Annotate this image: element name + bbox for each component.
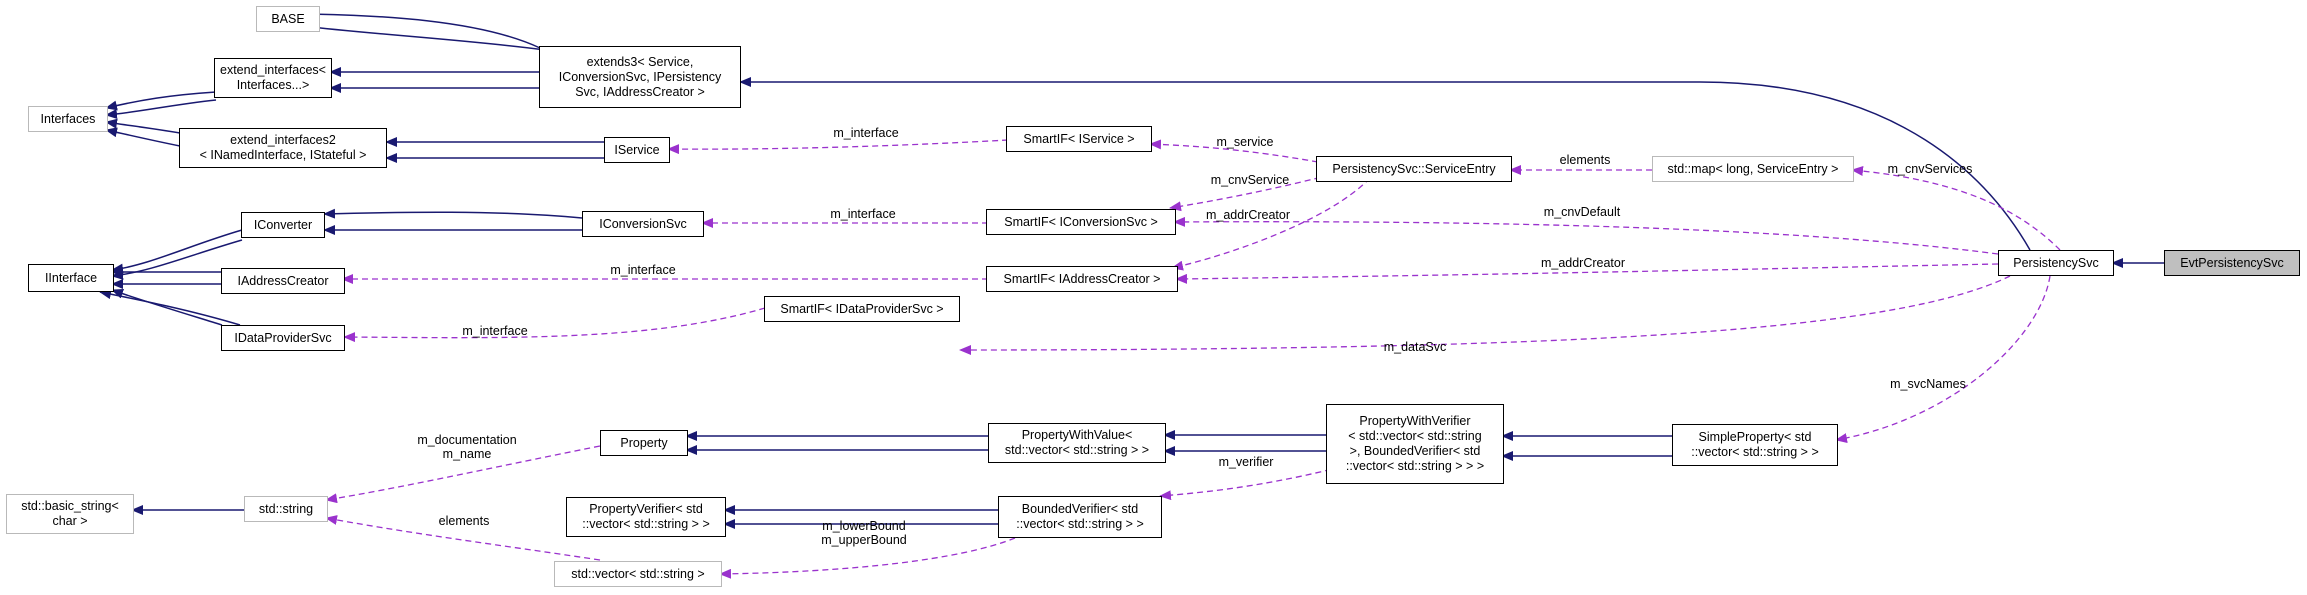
class-node-propertywithverifier[interactable]: PropertyWithVerifier < std::vector< std:… (1326, 404, 1504, 484)
edge-smartif-idataprovidersvc-to-idataprovidersvc (343, 307, 766, 343)
edge-extend-interfaces-to-interfaces (105, 99, 217, 120)
edge-persistencysvc-to-std-map (1851, 166, 2061, 251)
class-node-base[interactable]: BASE (256, 6, 320, 32)
class-node-iconverter[interactable]: IConverter (241, 212, 325, 238)
edge-extends3-to-base-2 (301, 22, 546, 51)
class-node-extends3[interactable]: extends3< Service, IConversionSvc, IPers… (539, 46, 741, 108)
edge-serviceentry-to-smartif-iaddresscreator (1171, 177, 1371, 271)
class-node-smartif-idataprovidersvc[interactable]: SmartIF< IDataProviderSvc > (764, 296, 960, 322)
edge-boundedverifier-to-std-vector (719, 537, 1016, 579)
edge-label-m-cnvservice: m_cnvService (1210, 173, 1290, 187)
edge-idataprovidersvc-to-iinterface (111, 288, 223, 326)
edge-persistencysvc-to-simpleproperty (1835, 275, 2051, 444)
edge-idataprovidersvc-to-iinterface-2 (99, 289, 241, 326)
class-node-std-string[interactable]: std::string (244, 496, 328, 522)
class-node-evtpersistencysvc[interactable]: EvtPersistencySvc (2164, 250, 2300, 276)
edge-extend-interfaces-to-interfaces-2 (105, 91, 217, 111)
edge-extend-interfaces2-to-interfaces-2 (105, 127, 181, 147)
edge-extend-interfaces2-to-interfaces (105, 118, 181, 134)
inheritance-edges (99, 9, 2164, 529)
edge-persistencysvc-to-extends3 (739, 77, 2031, 251)
class-node-smartif-iservice[interactable]: SmartIF< IService > (1006, 126, 1152, 152)
edge-label-m-addrcreator-1: m_addrCreator (1205, 208, 1291, 222)
class-node-property[interactable]: Property (600, 430, 688, 456)
class-node-iconversionsvc[interactable]: IConversionSvc (582, 211, 704, 237)
edge-property-to-std-string (325, 445, 601, 504)
edge-serviceentry-to-smartif-iservice (1149, 139, 1319, 163)
edge-std-vector-to-std-string (325, 515, 601, 561)
class-node-extend-interfaces2[interactable]: extend_interfaces2 < INamedInterface, IS… (179, 128, 387, 168)
edge-iconverter-to-iinterface (111, 229, 243, 274)
edge-label-m-bounds: m_lowerBound m_upperBound (821, 519, 907, 547)
class-node-smartif-iconversionsvc[interactable]: SmartIF< IConversionSvc > (986, 209, 1176, 235)
edge-persistencysvc-to-smartif-idataprovidersvc (959, 275, 2011, 355)
class-node-persistencysvc[interactable]: PersistencySvc (1998, 250, 2114, 276)
class-node-boundedverifier[interactable]: BoundedVerifier< std ::vector< std::stri… (998, 496, 1162, 538)
edge-persistencysvc-to-smartif-iaddresscreator (1175, 263, 1999, 284)
class-node-std-vector[interactable]: std::vector< std::string > (554, 561, 722, 587)
class-node-iinterface[interactable]: IInterface (28, 264, 114, 292)
class-node-simpleproperty[interactable]: SimpleProperty< std ::vector< std::strin… (1672, 424, 1838, 466)
edge-iconverter-to-iinterface-2 (111, 239, 243, 280)
class-node-serviceentry[interactable]: PersistencySvc::ServiceEntry (1316, 156, 1512, 182)
edge-label-elements-map: elements (1559, 153, 1611, 167)
edge-serviceentry-to-smartif-iconversionsvc (1169, 174, 1331, 212)
edge-label-m-interface-conv: m_interface (830, 207, 896, 221)
class-node-std-map[interactable]: std::map< long, ServiceEntry > (1652, 156, 1854, 182)
edge-label-m-svcnames: m_svcNames (1890, 377, 1966, 391)
edge-label-m-interface-addr: m_interface (610, 263, 676, 277)
edge-label-m-documentation: m_documentation m_name (417, 433, 517, 461)
class-node-iservice[interactable]: IService (604, 137, 670, 163)
class-node-idataprovidersvc[interactable]: IDataProviderSvc (221, 325, 345, 351)
edge-extends3-to-base (301, 9, 541, 49)
class-node-interfaces[interactable]: Interfaces (28, 106, 108, 132)
edge-label-m-verifier: m_verifier (1218, 455, 1274, 469)
edge-iconversionsvc-to-iconverter (323, 208, 583, 219)
edge-label-m-cnvdefault: m_cnvDefault (1543, 205, 1621, 219)
edge-persistencysvc-to-smartif-iconversionsvc (1173, 216, 1999, 255)
class-node-iaddresscreator[interactable]: IAddressCreator (221, 268, 345, 294)
edge-label-m-interface-data: m_interface (462, 324, 528, 338)
class-node-propertyverifier[interactable]: PropertyVerifier< std ::vector< std::str… (566, 497, 726, 537)
class-node-extend-interfaces[interactable]: extend_interfaces< Interfaces...> (214, 58, 332, 98)
edge-label-m-datasvc: m_dataSvc (1383, 340, 1447, 354)
edge-smartif-iservice-to-iservice (667, 139, 1009, 155)
edge-label-m-addrcreator-2: m_addrCreator (1540, 256, 1626, 270)
edge-label-m-service: m_service (1216, 135, 1274, 149)
edge-label-elements-vector: elements (438, 514, 490, 528)
edge-label-m-cnvservices: m_cnvServices (1887, 162, 1973, 176)
edge-label-m-interface-iservice: m_interface (833, 126, 899, 140)
class-node-propertywithvalue[interactable]: PropertyWithValue< std::vector< std::str… (988, 423, 1166, 463)
class-node-smartif-iaddresscreator[interactable]: SmartIF< IAddressCreator > (986, 266, 1178, 292)
class-node-basic-string[interactable]: std::basic_string< char > (6, 494, 134, 534)
